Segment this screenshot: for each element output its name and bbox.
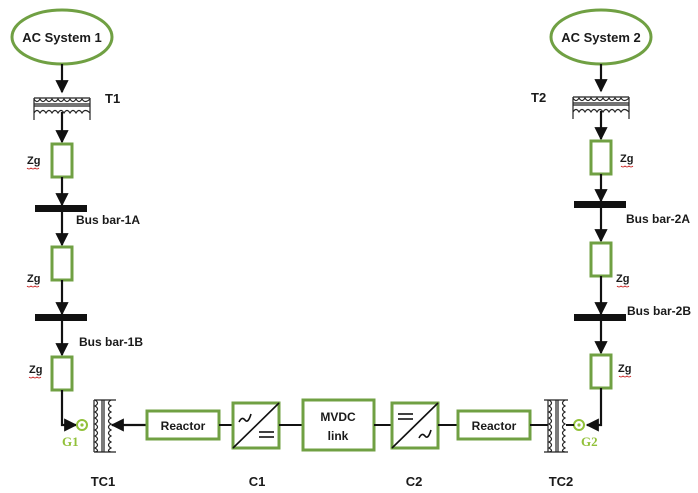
transformer-tc2-icon: [544, 399, 568, 453]
zg-3-label: Zg: [29, 364, 42, 376]
zg-1-label: Zg: [27, 155, 40, 167]
left-branch: AC System 1 T1 Zg Bus bar-1A Zg: [10, 8, 143, 449]
c1-label: C1: [249, 474, 266, 489]
t1-label: T1: [105, 91, 120, 106]
reactor-right-label: Reactor: [472, 419, 517, 433]
busbar-1b-label: Bus bar-1B: [79, 335, 143, 349]
impedance-zg-3-icon: [50, 355, 74, 392]
busbar-1a-label: Bus bar-1A: [76, 213, 140, 227]
busbar-2b-icon: [574, 314, 626, 321]
ac-system-2-label: AC System 2: [561, 30, 640, 45]
transformer-t1-icon: [33, 97, 91, 120]
mvdc-label-line1: MVDC: [320, 410, 356, 424]
impedance-zg-5-icon: [589, 241, 613, 278]
impedance-zg-1-icon: [50, 142, 74, 179]
busbar-1a-icon: [35, 205, 87, 212]
g2-label: G2: [581, 434, 598, 449]
generator-g1-icon: [76, 419, 88, 431]
t2-label: T2: [531, 90, 546, 105]
zg-4-label: Zg: [620, 153, 633, 165]
converter-c1-icon: [231, 401, 281, 450]
transformer-t2-icon: [572, 96, 630, 119]
tc1-label: TC1: [91, 474, 116, 489]
converter-c2-icon: [390, 401, 440, 450]
tc2-label: TC2: [549, 474, 574, 489]
impedance-zg-2-icon: [50, 245, 74, 282]
mvdc-label-line2: link: [328, 429, 349, 443]
busbar-2a-icon: [574, 201, 626, 208]
right-branch: AC System 2 T2 Zg Bus bar-2A Zg Bus bar-…: [531, 8, 691, 449]
transformer-tc1-icon: [93, 399, 116, 453]
zg-2-label: Zg: [27, 273, 40, 285]
zg-6-label: Zg: [618, 363, 631, 375]
mvdc-link-chain: Reactor MVDC link Reactor: [93, 398, 574, 453]
reactor-left-label: Reactor: [161, 419, 206, 433]
busbar-2a-label: Bus bar-2A: [626, 212, 690, 226]
busbar-2b-label: Bus bar-2B: [627, 304, 691, 318]
impedance-zg-4-icon: [589, 139, 613, 176]
zg-5-label: Zg: [616, 273, 629, 285]
c2-label: C2: [406, 474, 423, 489]
impedance-zg-6-icon: [589, 353, 613, 390]
ac-system-1-label: AC System 1: [22, 30, 101, 45]
g1-label: G1: [62, 434, 79, 449]
generator-g2-icon: [573, 419, 585, 431]
busbar-1b-icon: [35, 314, 87, 321]
